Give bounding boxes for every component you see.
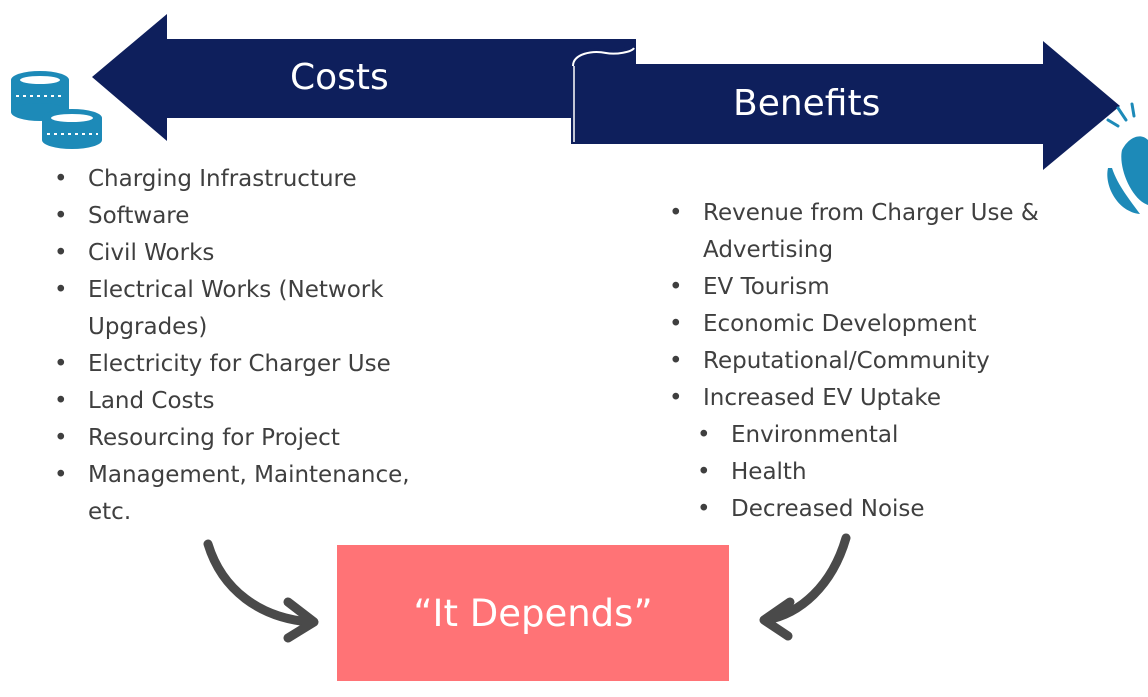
benefits-item: EV Tourism — [669, 269, 1089, 306]
benefits-arrow — [571, 41, 1120, 170]
costs-item: Electricity for Charger Use — [54, 346, 454, 383]
ribbon-fold — [571, 46, 636, 64]
costs-item: Electrical Works (Network Upgrades) — [54, 272, 454, 346]
costs-curve-arrowhead — [283, 597, 319, 643]
benefits-item: Revenue from Charger Use & Advertising — [669, 195, 1089, 269]
benefits-item: Economic Development — [669, 306, 1089, 343]
benefits-list: Revenue from Charger Use & Advertising E… — [669, 195, 1089, 528]
ribbon-fold-outline — [572, 47, 635, 67]
costs-item: Land Costs — [54, 383, 454, 420]
costs-curve-arrow — [203, 539, 315, 627]
costs-item: Civil Works — [54, 235, 454, 272]
benefits-curve-arrow — [761, 533, 851, 625]
benefits-item: Reputational/Community — [669, 343, 1089, 380]
costs-item: Charging Infrastructure — [54, 161, 454, 198]
costs-item: Software — [54, 198, 454, 235]
costs-list: Charging Infrastructure Software Civil W… — [54, 161, 454, 531]
result-box: “It Depends” — [337, 545, 729, 681]
benefits-sub-item: Health — [697, 454, 1089, 491]
benefits-curve-arrowhead — [759, 597, 795, 641]
costs-item: Management, Maintenance, etc. — [54, 457, 454, 531]
result-text: “It Depends” — [413, 591, 653, 635]
benefits-item: Increased EV Uptake — [669, 380, 1089, 417]
clapping-hands-icon — [1106, 102, 1148, 214]
costs-arrow — [92, 14, 636, 141]
benefits-title: Benefits — [733, 83, 881, 124]
costs-title: Costs — [290, 57, 389, 98]
benefits-sub-item: Environmental — [697, 417, 1089, 454]
costs-item: Resourcing for Project — [54, 420, 454, 457]
coins-icon — [11, 71, 102, 149]
benefits-sub-item: Decreased Noise — [697, 491, 1089, 528]
benefits-sub-list: Environmental Health Decreased Noise — [669, 417, 1089, 528]
